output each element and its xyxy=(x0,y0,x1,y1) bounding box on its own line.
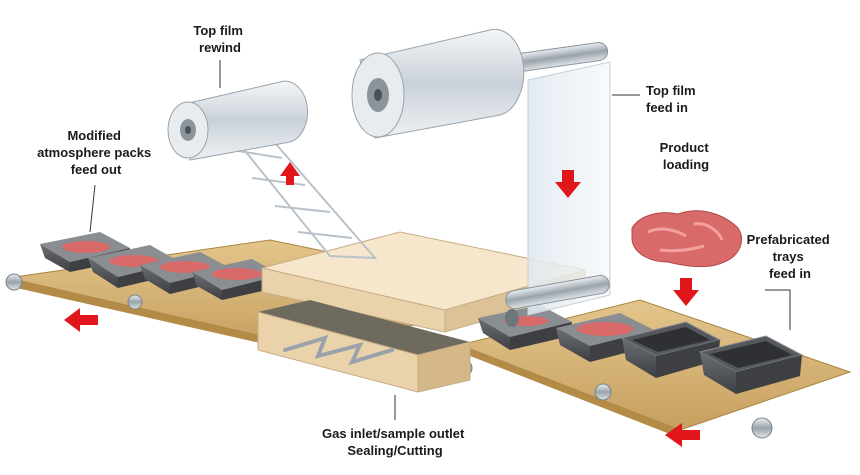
top-film-rewind-roll xyxy=(167,80,378,260)
leader-lines xyxy=(89,60,791,420)
tray-empty xyxy=(698,335,804,394)
label-map-feed-out: Modified atmosphere packs feed out xyxy=(37,128,155,177)
arrow-up-icon xyxy=(280,162,300,185)
trays-input xyxy=(478,305,804,394)
arrow-down-icon xyxy=(673,278,699,306)
gas-inlet-pipes xyxy=(283,334,394,366)
label-top-film-feed-in: Top film feed in xyxy=(646,83,699,115)
arrow-left-icon xyxy=(64,308,98,332)
product-meat xyxy=(631,210,742,268)
label-top-film-rewind: Top film rewind xyxy=(193,23,246,55)
arrow-left-icon xyxy=(665,423,700,447)
label-product-loading: Product loading xyxy=(660,140,713,172)
tray-empty xyxy=(620,321,722,378)
label-trays-feed-in: Prefabricated trays feed in xyxy=(747,232,834,281)
arrow-down-icon xyxy=(555,170,581,198)
label-gas-sealing: Gas inlet/sample outlet Sealing/Cutting xyxy=(322,426,468,458)
